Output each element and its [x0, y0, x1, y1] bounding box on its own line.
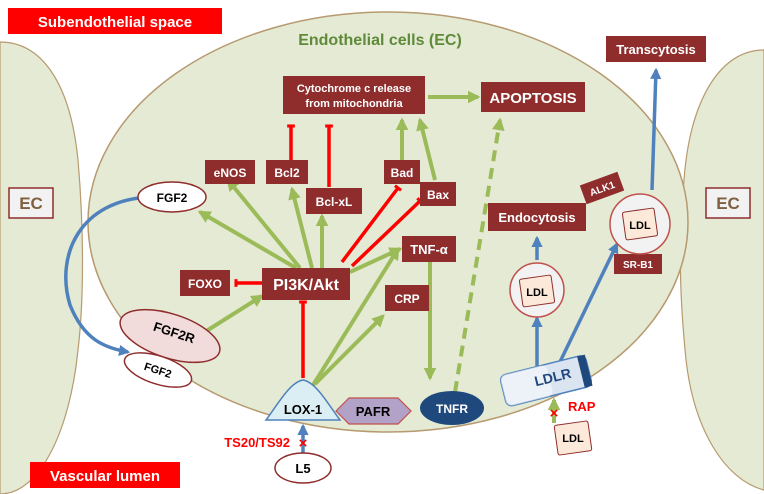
pafr-label: PAFR [356, 404, 391, 419]
ec-right-label: EC [716, 194, 740, 213]
tnfa-label: TNF-α [410, 242, 448, 257]
enos-box [205, 160, 255, 184]
lox1-label: LOX-1 [284, 402, 322, 417]
endocytosis-box [488, 203, 586, 231]
ts-label: TS20/TS92 [224, 435, 290, 450]
ec-left-label: EC [19, 194, 43, 213]
foxo-label: FOXO [188, 277, 222, 291]
lox1-receptor [264, 379, 342, 421]
cytochrome-box [283, 76, 425, 114]
fgf2-top-ellipse [137, 181, 207, 213]
pafr-receptor [335, 397, 412, 425]
endocytosis-label: Endocytosis [498, 210, 575, 225]
bax-label: Bax [427, 188, 449, 202]
ldl-trans-label: LDL [629, 220, 651, 232]
ldl-trans-box [621, 207, 659, 241]
activation-arrows [197, 90, 561, 423]
bclxl-box [306, 188, 362, 214]
cytochrome-line1: Cytochrome c release [297, 83, 411, 95]
ec-right-box [705, 187, 751, 219]
ec-right-cell [679, 49, 764, 491]
ldl-bottom-box [553, 420, 593, 456]
cell-title: Endothelial cells (EC) [298, 32, 462, 49]
bcl2-label: Bcl2 [274, 166, 300, 180]
blocked-x-l5: × [299, 435, 308, 452]
tnfr-label: TNFR [436, 402, 468, 416]
l5-ellipse [274, 452, 332, 484]
transcytosis-box [606, 36, 706, 62]
bad-label: Bad [391, 166, 414, 180]
blue-arrows [64, 67, 662, 453]
subendothelial-label: Subendothelial space [38, 14, 192, 31]
bax-box [420, 182, 456, 206]
l5-label: L5 [295, 461, 310, 476]
tnfa-box [402, 236, 456, 262]
lumen-label: Vascular lumen [50, 468, 160, 485]
ldl-endo-box [518, 274, 556, 308]
subendothelial-label-box [8, 8, 222, 34]
tnfr-receptor [420, 391, 484, 425]
ldl-endo-label: LDL [526, 287, 548, 299]
inhibition-lines [234, 124, 424, 378]
transcytosis-label: Transcytosis [616, 42, 696, 57]
ec-left-cell [0, 41, 84, 494]
fgf2-bottom-ellipse [123, 352, 193, 388]
pi3k-box [262, 268, 350, 300]
apoptosis-label: APOPTOSIS [489, 90, 576, 107]
bclxl-label: Bcl-xL [316, 195, 353, 209]
cytochrome-line2: from mitochondria [305, 98, 403, 110]
bcl2-box [266, 160, 308, 184]
bad-box [384, 160, 420, 184]
srb1-box [614, 254, 662, 274]
apoptosis-box [481, 82, 585, 112]
ldlr-receptor [499, 354, 593, 407]
ec-left-box [8, 187, 54, 219]
tnfr-to-apoptosis-dashed [453, 117, 505, 393]
crp-label: CRP [394, 292, 419, 306]
fgf2-top-label: FGF2 [157, 191, 188, 205]
srb1-label: SR-B1 [623, 260, 653, 271]
enos-label: eNOS [214, 166, 247, 180]
foxo-box [180, 270, 230, 296]
rap-label: RAP [568, 399, 596, 414]
pi3k-label: PI3K/Akt [273, 277, 339, 294]
blocked-x-ldl: × [550, 405, 559, 422]
lumen-label-box [30, 462, 180, 488]
crp-box [385, 285, 429, 311]
alk1-box [579, 171, 625, 205]
ldl-bottom-label: LDL [562, 433, 584, 445]
